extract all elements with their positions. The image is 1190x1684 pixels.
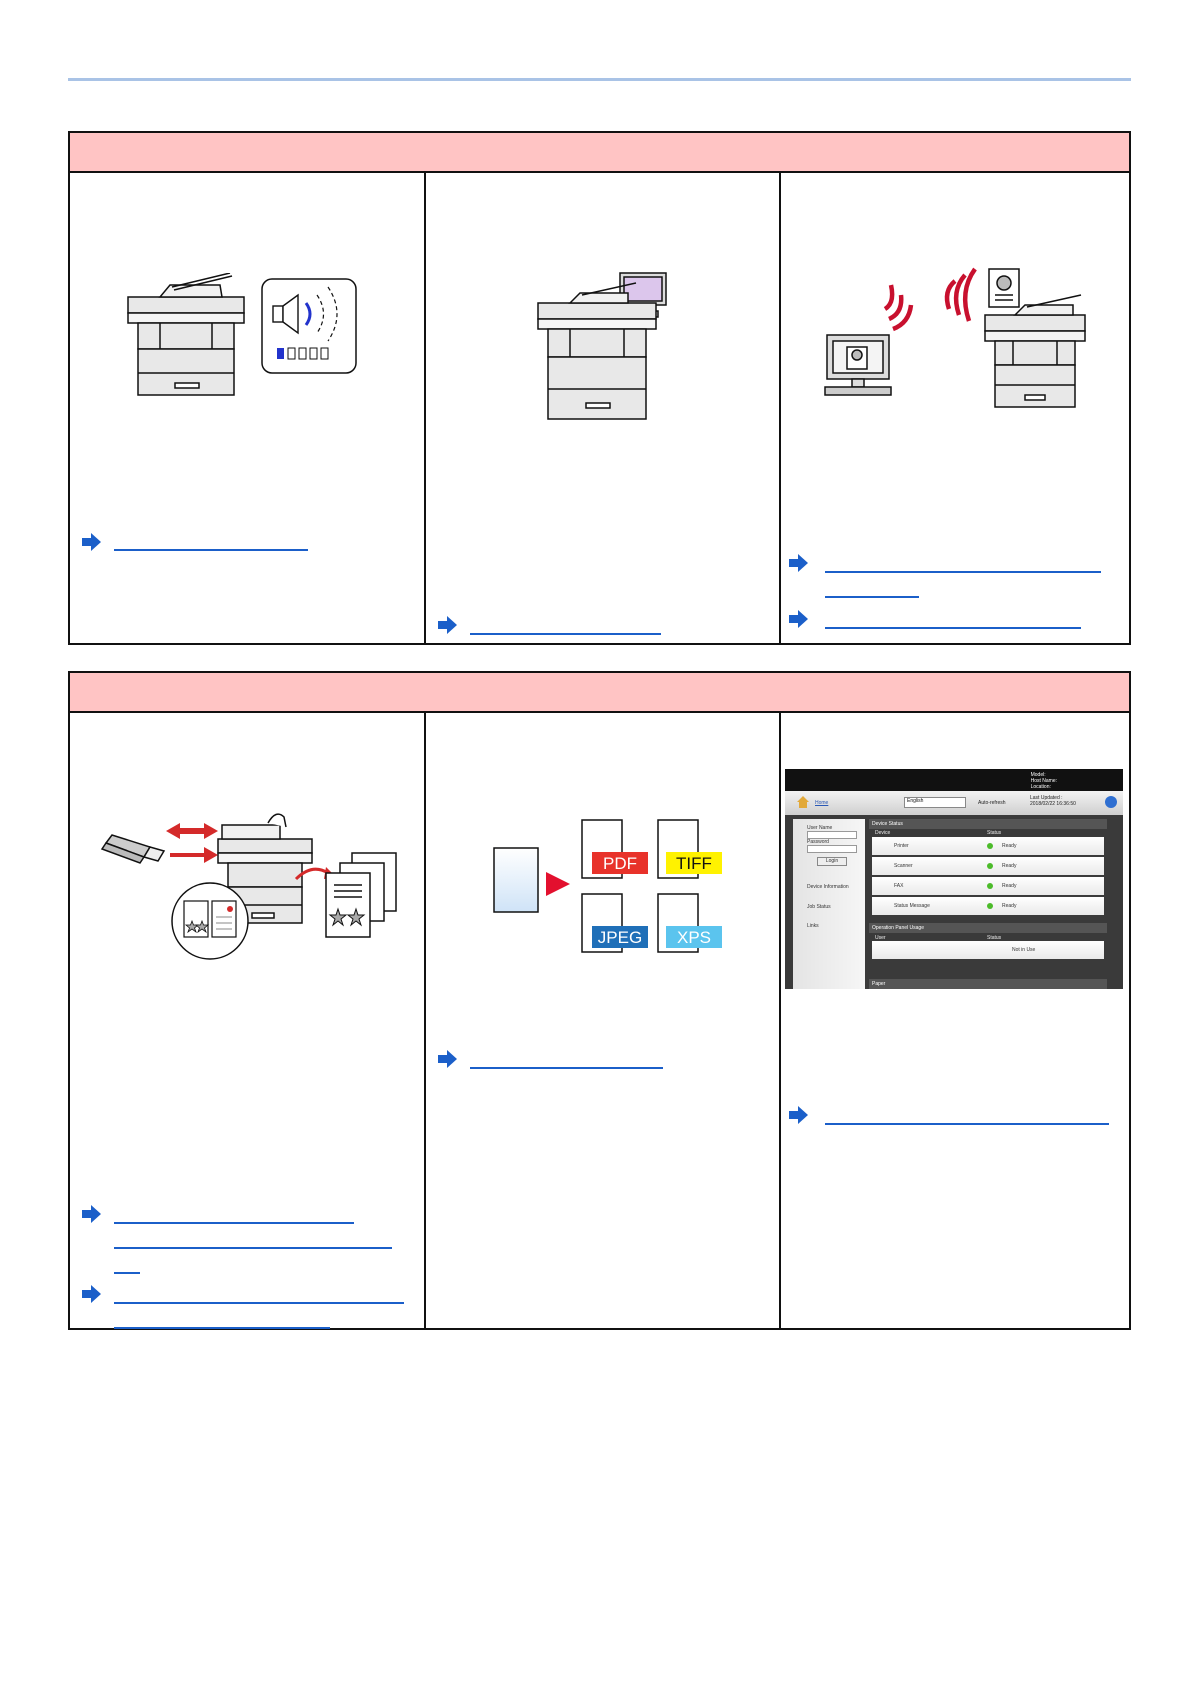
link-underline (825, 571, 1101, 573)
device-row: FAX Ready (872, 877, 1104, 895)
device-row: Scanner Ready (872, 857, 1104, 875)
status-dot-icon (987, 843, 993, 849)
device-status: Ready (1002, 863, 1017, 869)
link-underline (470, 633, 661, 635)
pdf-label: PDF (603, 854, 637, 873)
panel-row: Not in Use (872, 941, 1104, 959)
user-name-input (807, 831, 857, 839)
printer-volume-illustration (127, 273, 357, 396)
feature-cell-usb-print (70, 713, 424, 1329)
device-information-link: Device Information (807, 884, 849, 890)
paper-heading: Paper (869, 979, 1107, 989)
refresh-icon (1105, 796, 1117, 808)
link-arrow-icon (438, 616, 457, 634)
user-name-label: User Name (807, 825, 833, 831)
device-status: Ready (1002, 843, 1017, 849)
screenshot-meta: Model: Host Name: Location: (1031, 772, 1057, 790)
password-label: Password (807, 839, 829, 845)
device-status: Ready (1002, 883, 1017, 889)
link-underline (825, 596, 919, 598)
link-underline (114, 1222, 354, 1224)
status-col-header: Status (987, 935, 1002, 941)
feature-cell-quiet-mode (70, 173, 424, 643)
file-format-illustration: PDF TIFF JPEG XPS (493, 819, 722, 953)
status-dot-icon (987, 863, 993, 869)
feature-section-2: PDF TIFF JPEG XPS Model: Host Name: Lo (68, 671, 1131, 1330)
link-arrow-icon (789, 554, 808, 572)
device-status: Ready (1002, 903, 1017, 909)
xps-label: XPS (677, 928, 711, 947)
last-updated: Last Updated : 2018/02/22 16:36:50 (1030, 795, 1076, 807)
link-arrow-icon (82, 533, 101, 551)
device-row: Printer Ready (872, 837, 1104, 855)
language-select: English (904, 797, 966, 808)
feature-cell-file-formats: PDF TIFF JPEG XPS (424, 713, 779, 1328)
feature-section-1 (68, 131, 1131, 645)
printer-monitor-illustration (537, 272, 667, 420)
link-underline (114, 1247, 392, 1249)
last-updated-label: Last Updated : (1030, 795, 1063, 801)
device-name: FAX (894, 883, 904, 889)
status-dot-icon (987, 903, 993, 909)
link-arrow-icon (82, 1205, 101, 1223)
login-button: Login (817, 857, 847, 866)
device-status-heading: Device Status (869, 819, 1107, 829)
link-arrow-icon (438, 1050, 457, 1068)
wireless-print-illustration (824, 267, 1086, 408)
top-rule (68, 78, 1131, 81)
link-underline (114, 1272, 140, 1274)
last-updated-value: 2018/02/22 16:36:50 (1030, 801, 1076, 807)
home-link: Home (815, 800, 829, 806)
web-interface-screenshot: Model: Host Name: Location: Home English… (785, 769, 1123, 989)
device-row: Status Message Ready (872, 897, 1104, 915)
feature-cell-device-panel (424, 173, 779, 643)
screenshot-top-bar: Model: Host Name: Location: (785, 769, 1123, 791)
screenshot-sidebar: User Name Password Login Device Informat… (793, 819, 865, 989)
link-underline (470, 1067, 663, 1069)
auto-refresh-label: Auto-refresh (978, 800, 1006, 806)
link-underline (114, 1327, 330, 1329)
device-col-header: Device (875, 830, 891, 836)
link-underline (114, 1302, 404, 1304)
user-col-header: User (875, 935, 886, 941)
section-2-header (70, 673, 1129, 713)
device-name: Printer (894, 843, 909, 849)
feature-cell-web-interface: Model: Host Name: Location: Home English… (779, 713, 1129, 1328)
link-underline (114, 549, 308, 551)
link-underline (825, 1123, 1109, 1125)
status-dot-icon (987, 883, 993, 889)
job-status-link: Job Status (807, 904, 831, 910)
password-input (807, 845, 857, 853)
device-name: Scanner (894, 863, 913, 869)
model-label: Model: (1030, 772, 1046, 778)
link-arrow-icon (82, 1285, 101, 1303)
status-col-header: Status (987, 830, 1002, 836)
tiff-label: TIFF (676, 854, 712, 873)
link-underline (825, 627, 1081, 629)
feature-cell-wireless-print (779, 173, 1129, 643)
section-1-header (70, 133, 1129, 173)
operation-panel-heading: Operation Panel Usage (869, 923, 1107, 933)
host-label: Host Name: (1030, 778, 1057, 784)
device-name: Status Message (894, 903, 930, 909)
panel-status: Not in Use (1012, 947, 1036, 953)
link-arrow-icon (789, 610, 808, 628)
screenshot-main: Device Status Device Status Printer Read… (869, 819, 1107, 989)
home-icon (797, 796, 809, 808)
usb-print-illustration (100, 813, 397, 960)
screenshot-nav: Home English Auto-refresh Last Updated :… (785, 791, 1123, 815)
location-label: Location: (1030, 784, 1051, 790)
link-arrow-icon (789, 1106, 808, 1124)
jpeg-label: JPEG (598, 928, 642, 947)
links-link: Links (807, 923, 819, 929)
